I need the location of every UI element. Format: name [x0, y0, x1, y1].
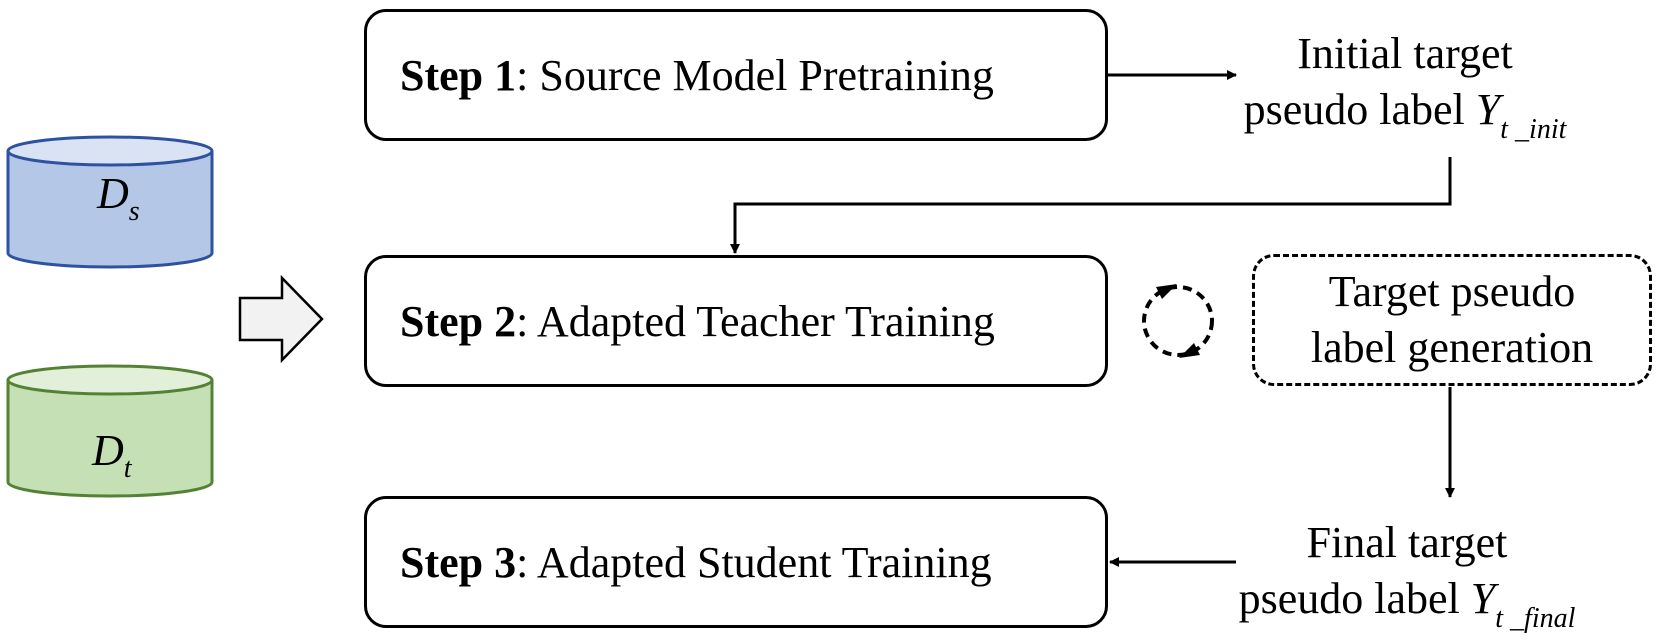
cycle-icon: [1142, 284, 1214, 358]
step1-title: Source Model Pretraining: [528, 50, 994, 100]
generation-line1: Target pseudo: [1328, 267, 1576, 316]
target-domain-var: D: [92, 426, 124, 475]
target-database-cylinder: [6, 364, 214, 498]
final-label-text: pseudo label: [1238, 574, 1471, 623]
step3-title: Adapted Student Training: [528, 537, 992, 587]
final-label-line2: pseudo label Yt _final: [1232, 571, 1582, 634]
step2-separator: :: [516, 296, 529, 346]
target-domain-subscript: t: [123, 453, 132, 484]
step1-separator: :: [516, 50, 529, 100]
initial-label-line1: Initial target: [1297, 29, 1513, 78]
initial-label-line2: pseudo label Yt _init: [1240, 82, 1570, 145]
step2-box: Step 2: Adapted Teacher Training: [364, 255, 1108, 387]
source-database-cylinder: [6, 135, 214, 269]
block-arrow-icon: [238, 274, 324, 364]
step3-number: Step 3: [400, 537, 517, 587]
final-label-subscript: t _final: [1495, 603, 1576, 634]
final-label-var: Y: [1470, 574, 1496, 623]
source-domain-subscript: s: [128, 196, 140, 227]
step1-box: Step 1: Source Model Pretraining: [364, 9, 1108, 141]
pseudo-label-generation-box: Target pseudo label generation: [1252, 254, 1652, 386]
step2-title: Adapted Teacher Training: [528, 296, 995, 346]
target-domain-label: Dt: [92, 425, 132, 484]
initial-pseudo-label: Initial target pseudo label Yt _init: [1240, 26, 1570, 145]
source-domain-label: Ds: [97, 168, 140, 227]
initial-label-subscript: t _init: [1500, 114, 1567, 145]
final-pseudo-label: Final target pseudo label Yt _final: [1232, 515, 1582, 634]
initial-label-text: pseudo label: [1243, 85, 1476, 134]
step3-box: Step 3: Adapted Student Training: [364, 496, 1108, 628]
initial-label-var: Y: [1475, 85, 1501, 134]
source-domain-var: D: [97, 169, 129, 218]
arrow-initial-label-to-step2: [730, 157, 1452, 254]
step1-number: Step 1: [400, 50, 517, 100]
generation-line2: label generation: [1310, 323, 1594, 372]
step2-number: Step 2: [400, 296, 517, 346]
final-label-line1: Final target: [1306, 518, 1508, 567]
step3-separator: :: [516, 537, 529, 587]
